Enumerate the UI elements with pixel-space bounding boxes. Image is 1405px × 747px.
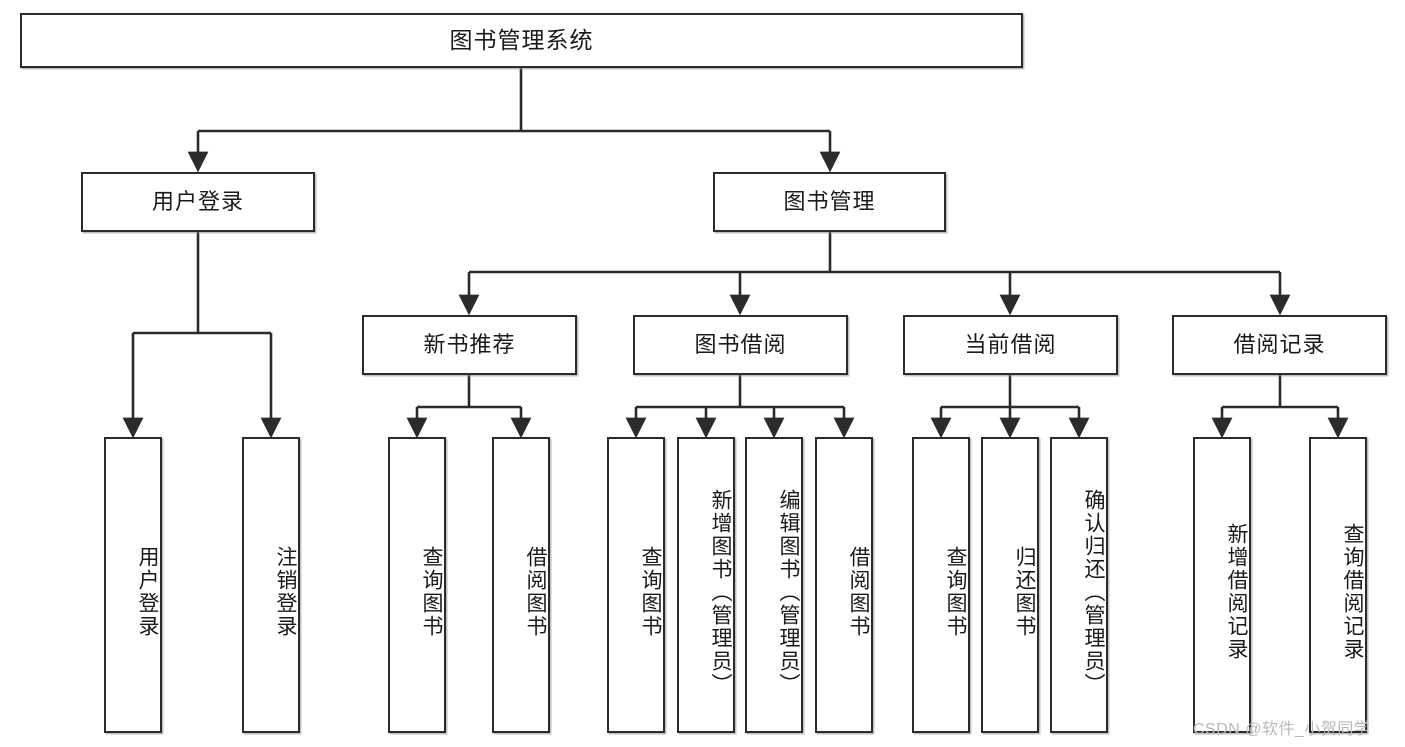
leaf-new-book-query[interactable]: 查询图书 <box>388 437 446 733</box>
node-label: 新增图书（管理员） <box>709 488 732 696</box>
node-label: 新增借阅记录 <box>1225 523 1248 661</box>
leaf-book-borrow-edit[interactable]: 编辑图书（管理员） <box>745 437 803 733</box>
leaf-current-borrow-confirm-return[interactable]: 确认归还（管理员） <box>1050 437 1108 733</box>
node-label: 查询图书 <box>639 546 662 638</box>
node-root-book-management-system[interactable]: 图书管理系统 <box>20 13 1023 68</box>
leaf-new-book-borrow[interactable]: 借阅图书 <box>492 437 550 733</box>
node-new-book-recommend[interactable]: 新书推荐 <box>362 315 577 375</box>
node-label: 查询借阅记录 <box>1341 523 1364 661</box>
csdn-watermark: CSDN @软件_小贺同学 <box>1193 721 1371 738</box>
node-label: 借阅图书 <box>524 546 547 638</box>
node-label: 归还图书 <box>1013 546 1036 638</box>
node-label: 用户登录 <box>136 546 159 638</box>
leaf-current-borrow-query[interactable]: 查询图书 <box>912 437 970 733</box>
node-label: 注销登录 <box>274 546 297 638</box>
node-label: 用户登录 <box>151 188 244 214</box>
leaf-current-borrow-return[interactable]: 归还图书 <box>981 437 1039 733</box>
leaf-book-borrow-borrow[interactable]: 借阅图书 <box>815 437 873 733</box>
node-user-login[interactable]: 用户登录 <box>81 172 315 232</box>
node-book-borrow[interactable]: 图书借阅 <box>633 315 848 375</box>
node-label: 当前借阅 <box>964 331 1057 357</box>
node-label: 编辑图书（管理员） <box>777 488 800 696</box>
node-label: 图书管理系统 <box>449 26 594 53</box>
node-label: 查询图书 <box>944 546 967 638</box>
node-borrow-record[interactable]: 借阅记录 <box>1172 315 1387 375</box>
node-book-management[interactable]: 图书管理 <box>713 172 946 232</box>
leaf-book-borrow-add[interactable]: 新增图书（管理员） <box>677 437 735 733</box>
node-label: 确认归还（管理员） <box>1082 488 1105 696</box>
leaf-borrow-record-add[interactable]: 新增借阅记录 <box>1193 437 1251 733</box>
node-current-borrow[interactable]: 当前借阅 <box>903 315 1118 375</box>
leaf-book-borrow-query[interactable]: 查询图书 <box>607 437 665 733</box>
node-label: 图书管理 <box>783 188 876 214</box>
node-label: 图书借阅 <box>694 331 787 357</box>
node-label: 借阅图书 <box>847 546 870 638</box>
node-label: 借阅记录 <box>1233 331 1326 357</box>
leaf-user-login-login[interactable]: 用户登录 <box>104 437 162 733</box>
node-label: 新书推荐 <box>423 331 516 357</box>
leaf-borrow-record-query[interactable]: 查询借阅记录 <box>1309 437 1367 733</box>
leaf-user-login-logout[interactable]: 注销登录 <box>242 437 300 733</box>
node-label: 查询图书 <box>420 546 443 638</box>
